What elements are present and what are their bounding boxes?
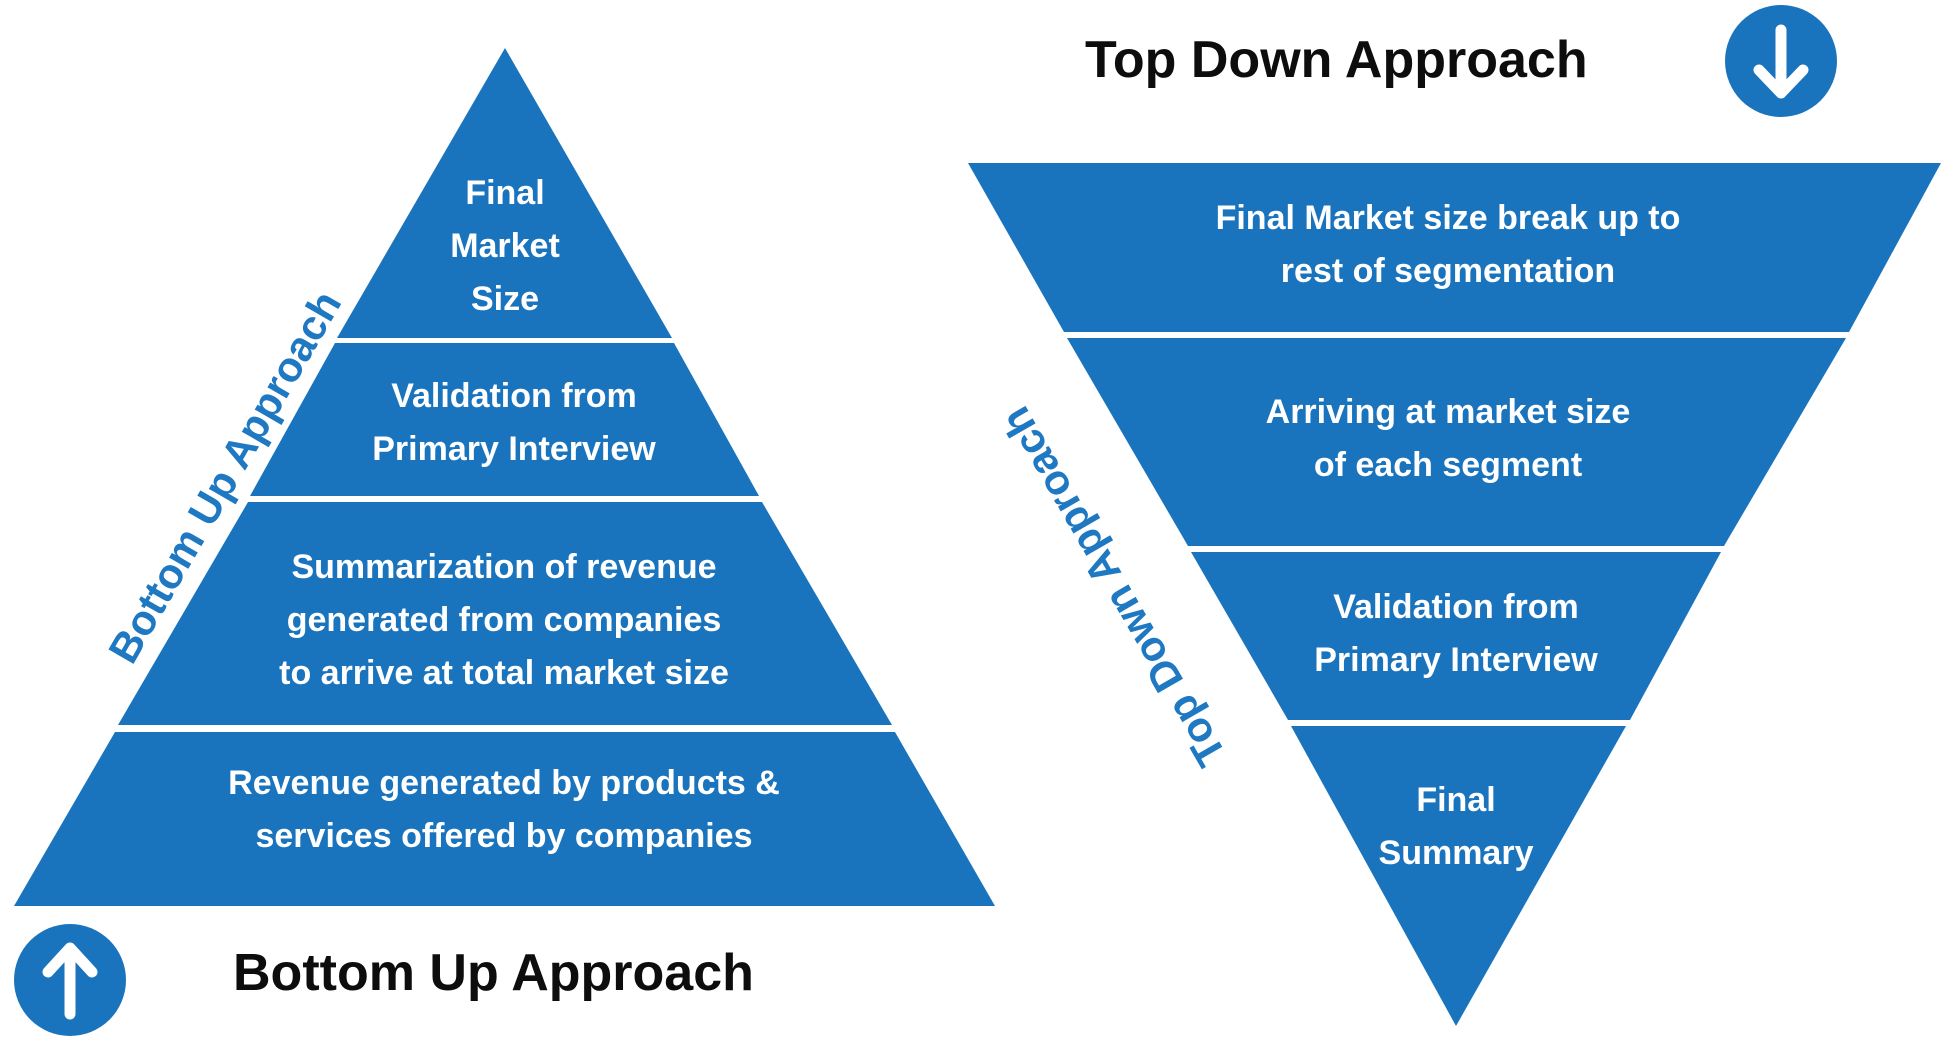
text-line: Primary Interview	[1314, 641, 1598, 679]
text-line: Final	[465, 174, 545, 212]
funnel-level-4	[1291, 726, 1626, 1026]
text-line: of each segment	[1313, 446, 1583, 484]
pyramid-level-3	[118, 502, 892, 725]
bottom-up-level-4-text: Revenue generated by products & services…	[164, 757, 844, 863]
text-line: Validation from	[1333, 588, 1579, 626]
text-line: Market	[450, 227, 560, 265]
pyramid-level-1	[337, 48, 672, 338]
arrow-up-circle-icon	[14, 924, 126, 1036]
top-down-level-1-text: Final Market size break up to rest of se…	[1148, 192, 1748, 298]
bottom-up-pyramid	[14, 48, 995, 906]
top-down-pyramid	[968, 163, 1941, 1026]
top-down-heading: Top Down Approach	[1085, 31, 1588, 89]
text-line: to arrive at total market size	[279, 654, 729, 692]
text-line: Summarization of revenue	[291, 548, 717, 586]
text-line: Final	[1416, 781, 1496, 819]
funnel-level-3	[1191, 552, 1721, 720]
pyramid-level-2	[250, 343, 759, 496]
text-line: Size	[470, 280, 540, 318]
text-line: Revenue generated by products &	[228, 764, 780, 802]
arrow-down-circle-icon	[1725, 5, 1837, 117]
bottom-up-level-1-text: Final Market Size	[405, 167, 605, 326]
text-line: Summary	[1378, 834, 1534, 872]
bottom-up-heading: Bottom Up Approach	[233, 944, 754, 1002]
funnel-level-2	[1067, 338, 1846, 546]
top-down-level-4-text: Final Summary	[1331, 774, 1581, 880]
text-line: rest of segmentation	[1280, 252, 1616, 290]
bottom-up-level-2-text: Validation from Primary Interview	[314, 370, 714, 476]
top-down-level-3-text: Validation from Primary Interview	[1256, 581, 1656, 687]
funnel-level-1	[968, 163, 1941, 332]
text-line: Arriving at market size	[1265, 393, 1631, 431]
top-down-level-2-text: Arriving at market size of each segment	[1198, 386, 1698, 492]
text-line: services offered by companies	[255, 817, 753, 855]
text-line: generated from companies	[286, 601, 722, 639]
text-line: Final Market size break up to	[1215, 199, 1681, 237]
text-line: Validation from	[391, 377, 637, 415]
pyramid-level-4	[14, 732, 995, 906]
text-line: Primary Interview	[372, 430, 656, 468]
bottom-up-level-3-text: Summarization of revenue generated from …	[234, 541, 774, 700]
